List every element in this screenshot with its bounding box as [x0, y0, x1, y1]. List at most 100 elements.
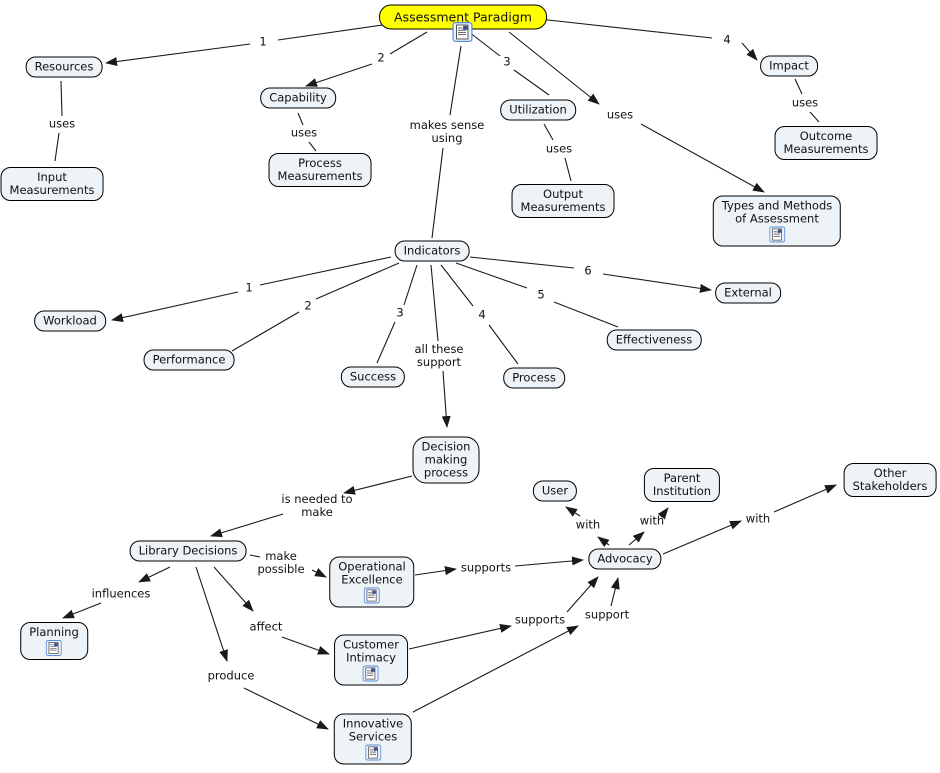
- node-advocacy-label: Advocacy: [597, 551, 653, 566]
- link-label-dmp-ld[interactable]: is needed to make: [281, 492, 353, 519]
- link-label-resources-uses[interactable]: uses: [48, 116, 76, 131]
- resource-link-icon[interactable]: [364, 745, 381, 761]
- node-innovative-services[interactable]: Innovative Services: [333, 713, 413, 765]
- resource-link-icon[interactable]: [363, 588, 380, 604]
- node-other-stakeholders-label: Other Stakeholders: [852, 466, 928, 493]
- link-label-oe-advocacy[interactable]: supports: [460, 560, 512, 575]
- link-label-ind-process[interactable]: 4: [478, 307, 486, 322]
- link-ap-indicators: [431, 45, 462, 239]
- node-outcome-measurements-label: Outcome Measurements: [783, 129, 869, 156]
- node-parent-institution[interactable]: Parent Institution: [643, 468, 721, 502]
- link-label-ap-indicators[interactable]: makes sense using: [409, 118, 485, 145]
- node-success-label: Success: [349, 369, 397, 384]
- node-outcome-measurements[interactable]: Outcome Measurements: [774, 126, 878, 160]
- resource-link-icon[interactable]: [768, 227, 785, 243]
- node-impact-label: Impact: [769, 58, 809, 73]
- node-innovative-services-label: Innovative Services: [342, 716, 404, 744]
- node-customer-intimacy[interactable]: Customer Intimacy: [334, 634, 408, 686]
- node-library-decisions-label: Library Decisions: [138, 543, 238, 558]
- link-label-ind-success[interactable]: 3: [396, 305, 404, 320]
- link-indicators-success: [376, 264, 418, 364]
- node-resources[interactable]: Resources: [25, 56, 103, 78]
- link-indicators-workload: [111, 256, 392, 323]
- link-indicators-effectiveness: [455, 262, 619, 328]
- link-label-ld-oe[interactable]: make possible: [257, 549, 305, 576]
- link-ap-capability: [305, 31, 428, 87]
- node-planning[interactable]: Planning: [20, 622, 88, 660]
- link-label-ci-advocacy[interactable]: supports: [514, 612, 566, 627]
- node-library-decisions[interactable]: Library Decisions: [129, 540, 247, 562]
- node-capability[interactable]: Capability: [260, 87, 336, 109]
- node-input-measurements-label: Input Measurements: [9, 170, 95, 197]
- link-label-ld-ci[interactable]: affect: [249, 619, 283, 634]
- node-utilization-label: Utilization: [509, 102, 567, 117]
- node-workload[interactable]: Workload: [34, 310, 106, 332]
- link-capability-process-measurements: [297, 112, 317, 152]
- link-library-decisions-innovative-services: [195, 566, 329, 730]
- node-input-measurements[interactable]: Input Measurements: [0, 167, 104, 201]
- link-label-capability-uses[interactable]: uses: [290, 125, 318, 140]
- link-advocacy-parent-institution: [628, 507, 669, 546]
- link-library-decisions-customer-intimacy: [213, 566, 330, 655]
- link-decision-making-library-decisions: [210, 475, 413, 538]
- link-label-utilization-uses[interactable]: uses: [545, 141, 573, 156]
- link-label-ap-types-uses[interactable]: uses: [606, 107, 634, 122]
- resource-link-icon[interactable]: [363, 666, 380, 682]
- link-label-adv-user[interactable]: with: [575, 517, 601, 532]
- link-ap-resources: [105, 23, 390, 67]
- node-operational-excellence[interactable]: Operational Excellence: [329, 556, 415, 608]
- link-label-ap-impact[interactable]: 4: [723, 32, 731, 47]
- link-label-ind-dmp[interactable]: all these support: [414, 342, 464, 369]
- link-label-ap-resources[interactable]: 1: [259, 34, 267, 49]
- link-label-ld-planning[interactable]: influences: [91, 586, 151, 601]
- node-user[interactable]: User: [532, 480, 578, 502]
- node-workload-label: Workload: [43, 313, 97, 328]
- node-operational-excellence-label: Operational Excellence: [338, 559, 406, 587]
- link-label-ind-external[interactable]: 6: [584, 263, 592, 278]
- link-label-ap-utilization[interactable]: 3: [503, 54, 511, 69]
- link-indicators-performance: [231, 262, 400, 352]
- node-process-label: Process: [512, 370, 556, 385]
- link-customer-intimacy-advocacy: [408, 576, 599, 650]
- node-types-and-methods[interactable]: Types and Methods of Assessment: [712, 195, 842, 247]
- node-decision-making-process[interactable]: Decision making process: [412, 436, 480, 484]
- link-label-adv-pi[interactable]: with: [639, 513, 665, 528]
- resource-link-icon[interactable]: [45, 640, 62, 656]
- node-types-and-methods-label: Types and Methods of Assessment: [721, 198, 833, 226]
- node-impact[interactable]: Impact: [760, 55, 818, 77]
- link-label-adv-os[interactable]: with: [745, 511, 771, 526]
- node-process-measurements[interactable]: Process Measurements: [268, 153, 372, 187]
- node-output-measurements-label: Output Measurements: [520, 187, 606, 214]
- node-indicators[interactable]: Indicators: [394, 240, 470, 262]
- node-process[interactable]: Process: [503, 367, 565, 389]
- node-process-measurements-label: Process Measurements: [277, 156, 363, 183]
- node-external[interactable]: External: [715, 282, 781, 304]
- link-label-ap-capability[interactable]: 2: [377, 50, 385, 65]
- node-user-label: User: [541, 483, 569, 498]
- link-ap-types-methods: [508, 31, 765, 193]
- link-label-ind-effectiveness[interactable]: 5: [537, 287, 545, 302]
- node-output-measurements[interactable]: Output Measurements: [511, 184, 615, 218]
- link-advocacy-other-stakeholders: [662, 484, 837, 555]
- resource-link-icon[interactable]: [452, 22, 473, 42]
- link-ap-impact: [538, 18, 758, 61]
- link-label-impact-uses[interactable]: uses: [791, 95, 819, 110]
- link-library-decisions-operational-excellence: [249, 554, 327, 578]
- link-label-ind-performance[interactable]: 2: [304, 298, 312, 313]
- link-utilization-output: [543, 123, 572, 182]
- node-success[interactable]: Success: [340, 366, 406, 388]
- node-external-label: External: [724, 285, 772, 300]
- node-advocacy[interactable]: Advocacy: [588, 548, 662, 570]
- link-label-is-advocacy[interactable]: support: [584, 607, 630, 622]
- node-effectiveness[interactable]: Effectiveness: [606, 329, 702, 351]
- link-resources-input: [54, 80, 63, 162]
- link-label-ld-is[interactable]: produce: [207, 668, 255, 683]
- node-other-stakeholders[interactable]: Other Stakeholders: [843, 463, 937, 497]
- node-performance[interactable]: Performance: [143, 349, 235, 371]
- node-utilization[interactable]: Utilization: [500, 99, 576, 121]
- node-parent-institution-label: Parent Institution: [652, 471, 712, 498]
- link-label-ind-workload[interactable]: 1: [245, 280, 253, 295]
- node-decision-making-process-label: Decision making process: [421, 439, 471, 480]
